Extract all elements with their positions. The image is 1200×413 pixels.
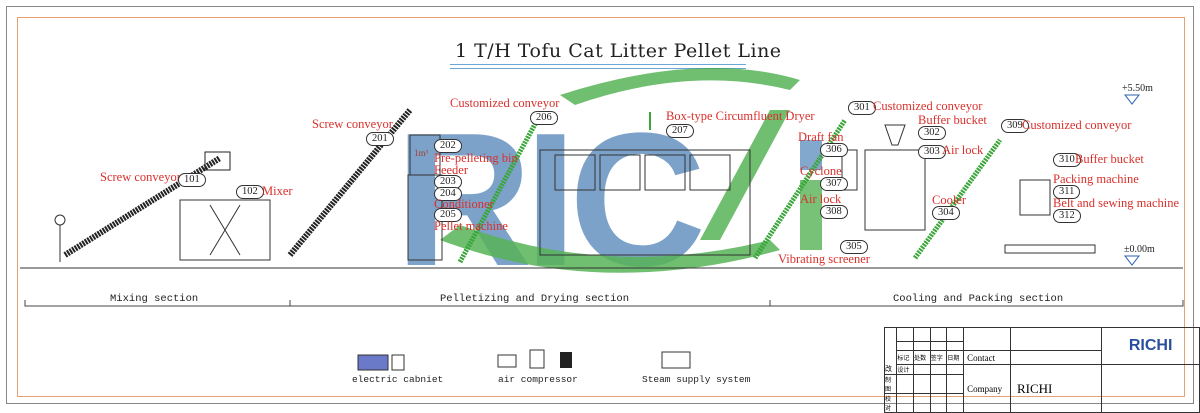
company-label: Company (963, 364, 1011, 413)
label-belt-sewing-machine: Belt and sewing machine (1053, 196, 1180, 210)
label-draft-fan: Draft fan (798, 130, 844, 144)
company-name: RICHI (1009, 364, 1103, 413)
legend-air-compressor: air compressor (498, 374, 578, 385)
tag-301: 301 (848, 101, 876, 115)
legend-electric-cabinet: electric cabniet (352, 374, 444, 385)
label-screw-conveyor-101: Screw conveyor (100, 170, 181, 184)
label-customized-conveyor-206: Customized conveyor (450, 96, 560, 110)
legend-steam-supply: Steam supply system (642, 374, 751, 385)
section-mixing: Mixing section (110, 293, 199, 305)
tag-310: 310 (1053, 153, 1081, 167)
label-customized-conveyor-309: Customized conveyor (1022, 118, 1132, 132)
label-customized-conveyor-301: Customized conveyor (873, 99, 983, 113)
label-screw-conveyor-201: Screw conveyor (312, 117, 393, 131)
tag-205: 205 (434, 208, 462, 222)
level-top: +5.50m (1122, 83, 1153, 94)
tag-302: 302 (918, 126, 946, 140)
tag-309: 309 (1001, 119, 1029, 133)
tag-304: 304 (932, 206, 960, 220)
tag-308: 308 (820, 205, 848, 219)
label-dryer: Box-type Circumfluent Dryer (666, 109, 815, 123)
tag-206: 206 (530, 111, 558, 125)
label-pellet-machine: Pellet machine (434, 219, 508, 233)
tag-102: 102 (236, 185, 264, 199)
label-buffer-bucket-302: Buffer bucket (918, 113, 987, 127)
label-air-lock-303: Air lock (942, 143, 984, 157)
label-cyclone: Cyclone (800, 164, 842, 178)
tag-202: 202 (434, 139, 462, 153)
tag-201: 201 (366, 132, 394, 146)
section-pelletizing-drying: Pelletizing and Drying section (440, 293, 630, 305)
level-ground: ±0.00m (1124, 244, 1155, 255)
label-pre-pelleting-bin: Pre-pelleting bin (434, 151, 518, 165)
drawing-frame (6, 6, 1194, 404)
label-buffer-bucket-310: Buffer bucket (1075, 152, 1144, 166)
tag-305: 305 (840, 240, 868, 254)
label-cooler: Cooler (932, 193, 967, 207)
richi-logo: RICHI (1101, 327, 1200, 365)
label-vibrating-screener: Vibrating screener (778, 252, 870, 266)
tag-303: 303 (918, 145, 946, 159)
title-block: 改 RICHI 标记处数签字日期 Contact 设计 Company RICH… (883, 327, 1200, 413)
tag-312: 312 (1053, 209, 1081, 223)
tag-306: 306 (820, 143, 848, 157)
tag-204: 204 (434, 187, 462, 201)
richi-watermark: RIC (395, 68, 822, 306)
tag-307: 307 (820, 177, 848, 191)
label-conditioner: Conditioner (434, 197, 494, 211)
label-mixer: Mixer (262, 184, 293, 198)
label-feeder: Feeder (434, 163, 469, 177)
rev-label: 改 (883, 327, 898, 375)
tag-101: 101 (178, 173, 206, 187)
drawing-border (17, 17, 1185, 397)
tag-207: 207 (666, 124, 694, 138)
drawing-title: 1 T/H Tofu Cat Litter Pellet Line (455, 40, 782, 62)
bin-volume: 1m³ (414, 148, 429, 158)
contact-label: Contact (963, 350, 1011, 365)
label-air-lock-308: Air lock (800, 192, 842, 206)
section-cooling-packing: Cooling and Packing section (893, 293, 1064, 305)
tag-311: 311 (1053, 185, 1081, 199)
label-packing-machine: Packing machine (1053, 172, 1139, 186)
